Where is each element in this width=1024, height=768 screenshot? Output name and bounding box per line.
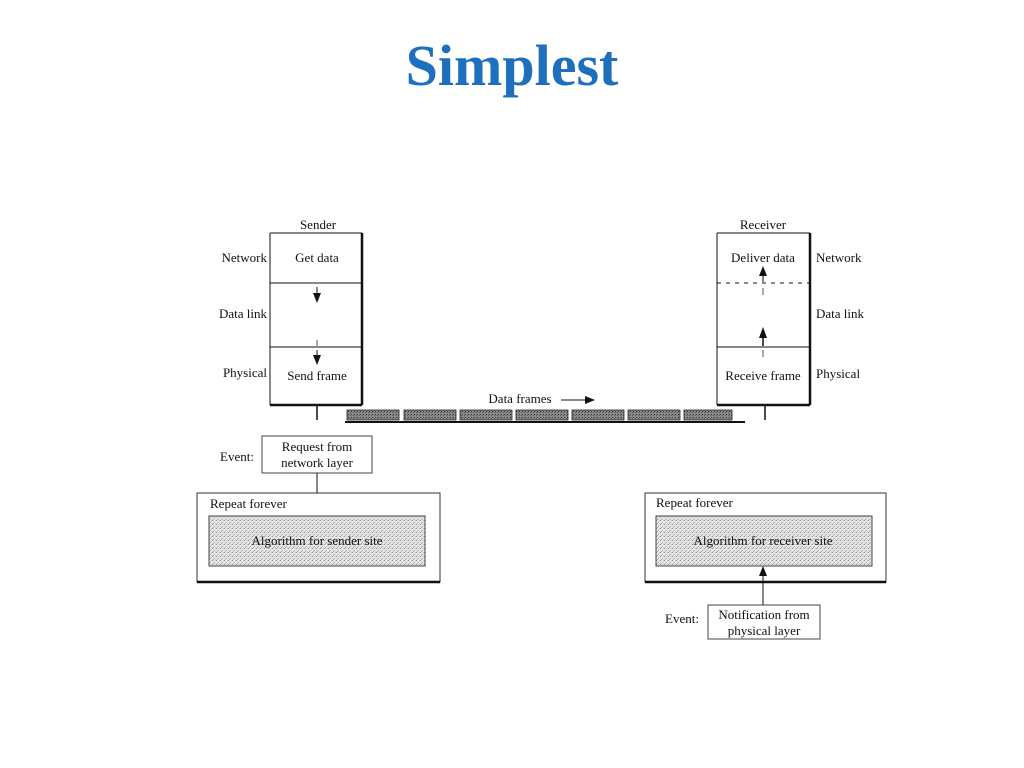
data-frames-channel: Data frames xyxy=(345,391,745,423)
receiver-up-arrow-bottom xyxy=(759,327,767,357)
receiver-event-line-2: physical layer xyxy=(728,623,801,638)
sender-event-line-2: network layer xyxy=(281,455,354,470)
receiver-header: Receiver xyxy=(740,217,787,232)
data-frame-2 xyxy=(403,409,457,421)
data-frames-label: Data frames xyxy=(488,391,551,406)
sender-event: Event: Request from network layer xyxy=(220,435,373,513)
data-frame-3 xyxy=(459,409,513,421)
receiver-event: Event: Notification from physical layer xyxy=(665,566,821,640)
receiver-repeat-label: Repeat forever xyxy=(656,495,734,510)
sender-event-label: Event: xyxy=(220,449,254,464)
receiver-algorithm-box xyxy=(655,515,873,567)
receiver-up-arrow-top xyxy=(759,266,767,295)
sender-event-line-1: Request from xyxy=(282,439,352,454)
receiver-stack: Receiver Network Data link Physical Deli… xyxy=(716,217,865,420)
sender-repeat-loop: Repeat forever Algorithm for sender site xyxy=(196,492,441,584)
sender-algorithm-label: Algorithm for sender site xyxy=(251,533,382,548)
receiver-event-label: Event: xyxy=(665,611,699,626)
sender-layer-network: Network xyxy=(222,250,268,265)
send-frame-label: Send frame xyxy=(287,368,347,383)
data-frame-5 xyxy=(571,409,625,421)
data-frames-arrow xyxy=(561,396,595,404)
receiver-event-line-1: Notification from xyxy=(718,607,809,622)
slide-title: Simplest xyxy=(405,33,619,98)
receiver-algorithm-label: Algorithm for receiver site xyxy=(694,533,833,548)
data-frame-1 xyxy=(346,409,400,421)
data-frame-7 xyxy=(683,409,733,421)
sender-header: Sender xyxy=(300,217,337,232)
sender-layer-datalink: Data link xyxy=(219,306,268,321)
receiver-layer-physical: Physical xyxy=(816,366,860,381)
data-frames-row xyxy=(346,409,733,421)
receiver-layer-network: Network xyxy=(816,250,862,265)
sender-repeat-label: Repeat forever xyxy=(210,496,288,511)
deliver-data-label: Deliver data xyxy=(731,250,795,265)
receiver-repeat-loop: Repeat forever Algorithm for receiver si… xyxy=(644,492,887,584)
receiver-layer-datalink: Data link xyxy=(816,306,865,321)
data-frame-4 xyxy=(515,409,569,421)
sender-down-arrow-top xyxy=(313,287,321,303)
get-data-label: Get data xyxy=(295,250,339,265)
sender-layer-physical: Physical xyxy=(223,365,267,380)
sender-stack: Sender Network Data link Physical Get da… xyxy=(219,217,364,420)
data-frame-6 xyxy=(627,409,681,421)
sender-algorithm-box xyxy=(208,515,426,567)
sender-down-arrow-bottom xyxy=(313,340,321,365)
receive-frame-label: Receive frame xyxy=(725,368,801,383)
